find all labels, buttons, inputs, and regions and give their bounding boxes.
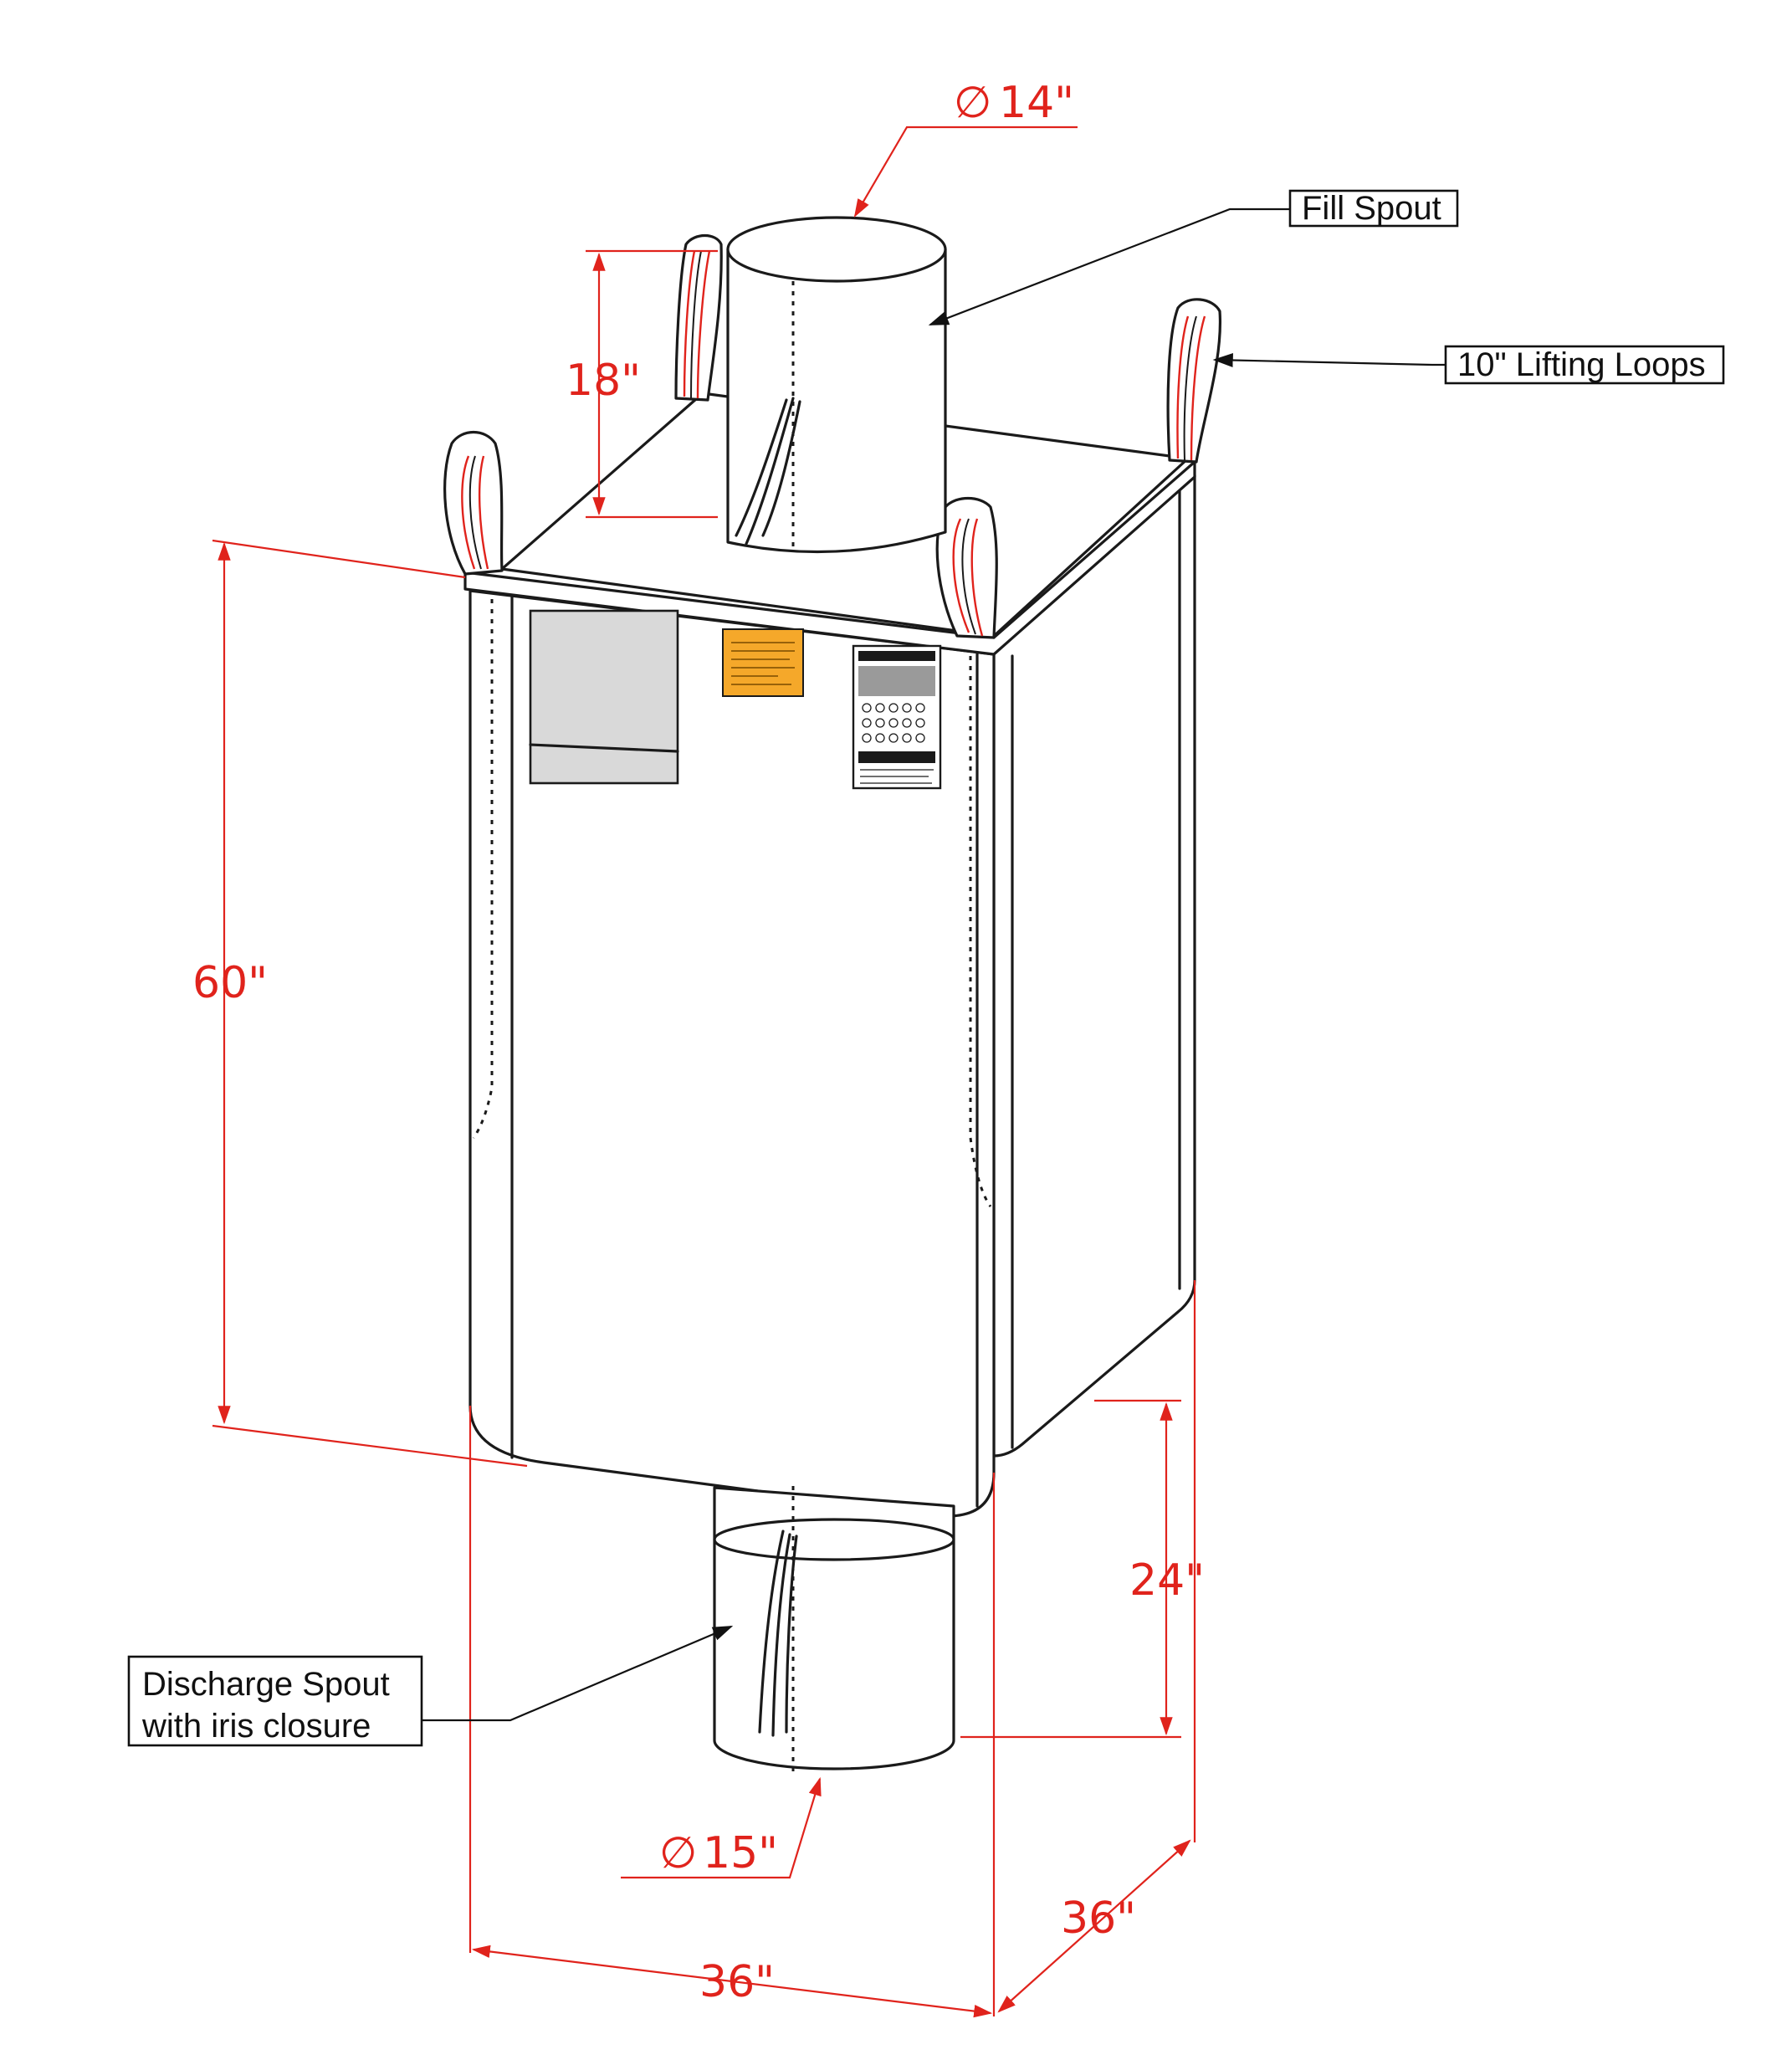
warning-label (722, 628, 804, 697)
fill-spout-callout: Fill Spout (928, 189, 1459, 326)
width-dim: 36" (699, 1957, 775, 2007)
lifting-loops (443, 233, 1222, 639)
depth-dim: 36" (1061, 1893, 1136, 1944)
body-height-dim: 60" (192, 958, 268, 1008)
loop-back-left (674, 233, 723, 402)
document-pouch (529, 609, 679, 785)
discharge-length-dim: 24" (1129, 1555, 1205, 1606)
loop-front-left (443, 431, 504, 576)
discharge-diameter-symbol: ∅ (659, 1828, 697, 1878)
fill-spout-diameter-symbol: ∅ (954, 78, 991, 128)
fill-spout-diameter-dim: 14" (999, 78, 1074, 128)
fill-spout-label: Fill Spout (1302, 190, 1441, 227)
loop-front-right (935, 497, 998, 639)
safety-label (852, 644, 942, 790)
lifting-loops-label: 10" Lifting Loops (1457, 346, 1706, 383)
dimension-lines (212, 126, 1196, 2018)
discharge-spout (713, 1486, 955, 1774)
fill-spout (726, 216, 947, 554)
discharge-spout-label-line2: with iris closure (141, 1708, 371, 1745)
discharge-diameter-dim: 15" (703, 1828, 778, 1878)
front-panel (468, 589, 996, 1518)
fill-spout-height-dim: 18" (566, 356, 641, 406)
discharge-spout-label-line1: Discharge Spout (142, 1666, 390, 1703)
bag-body (463, 392, 1196, 1518)
lifting-loops-callout: 10" Lifting Loops (1212, 345, 1725, 385)
discharge-spout-callout: Discharge Spout with iris closure (127, 1625, 734, 1747)
loop-back-right (1166, 298, 1222, 464)
